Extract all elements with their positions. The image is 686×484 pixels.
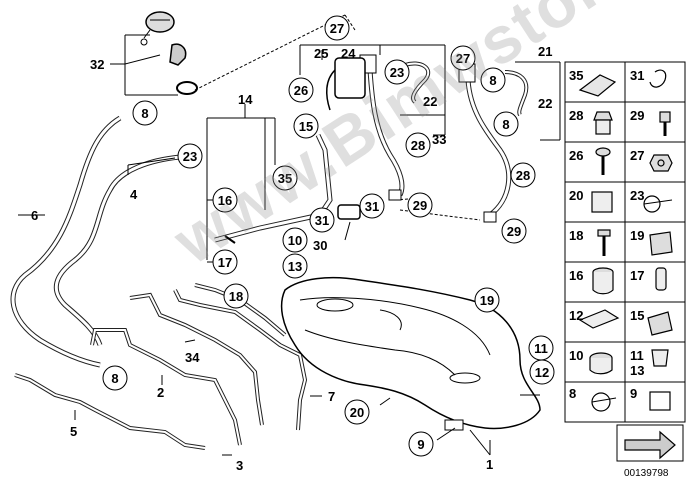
callout-23: 23 xyxy=(183,149,197,164)
callout-9: 9 xyxy=(417,437,424,452)
legend-label-10: 10 xyxy=(569,348,583,363)
callout-8: 8 xyxy=(489,73,496,88)
label-32: 32 xyxy=(90,57,104,72)
callout-26: 26 xyxy=(294,83,308,98)
label-14: 14 xyxy=(238,92,253,107)
legend-grid xyxy=(564,61,686,462)
label-4: 4 xyxy=(130,187,138,202)
legend-label-12: 12 xyxy=(569,308,583,323)
callout-28: 28 xyxy=(516,168,530,183)
legend-label-19: 19 xyxy=(630,228,644,243)
legend-label-13: 13 xyxy=(630,363,644,378)
legend-label-29: 29 xyxy=(630,108,644,123)
legend-label-8: 8 xyxy=(569,386,576,401)
label-5: 5 xyxy=(70,424,77,439)
catalog-code: 00139798 xyxy=(624,468,669,479)
callout-35: 35 xyxy=(278,171,292,186)
pipe-6 xyxy=(10,115,122,368)
legend-label-11: 11 xyxy=(630,348,644,363)
legend-label-9: 9 xyxy=(630,386,637,401)
callout-10: 10 xyxy=(288,233,302,248)
label-25: 25 xyxy=(314,46,328,61)
callout-11: 11 xyxy=(534,341,548,356)
callout-28: 28 xyxy=(411,138,425,153)
label-21: 21 xyxy=(538,44,552,59)
callout-8: 8 xyxy=(141,106,148,121)
label-22: 22 xyxy=(423,94,437,109)
callout-15: 15 xyxy=(299,119,313,134)
filler-neck xyxy=(169,43,187,66)
callout-16: 16 xyxy=(218,193,232,208)
label-30: 30 xyxy=(313,238,327,253)
callout-19: 19 xyxy=(480,293,494,308)
callout-8: 8 xyxy=(502,117,509,132)
callout-13: 13 xyxy=(288,259,302,274)
legend-label-20: 20 xyxy=(569,188,583,203)
callout-29: 29 xyxy=(413,198,427,213)
legend-label-35: 35 xyxy=(569,68,583,83)
callout-31: 31 xyxy=(365,199,379,214)
callout-12: 12 xyxy=(535,365,549,380)
legend-label-15: 15 xyxy=(630,308,644,323)
label-2: 2 xyxy=(157,385,164,400)
label-33: 33 xyxy=(432,132,446,147)
label-22: 22 xyxy=(538,96,552,111)
legend-label-31: 31 xyxy=(630,68,644,83)
callout-29: 29 xyxy=(507,224,521,239)
legend-label-23: 23 xyxy=(630,188,644,203)
label-24: 24 xyxy=(341,46,356,61)
legend-label-28: 28 xyxy=(569,108,583,123)
callout-27: 27 xyxy=(330,21,344,36)
callout-27: 27 xyxy=(456,51,470,66)
callout-23: 23 xyxy=(390,65,404,80)
legend-label-18: 18 xyxy=(569,228,583,243)
label-6: 6 xyxy=(31,208,38,223)
callout-17: 17 xyxy=(218,255,232,270)
label-3: 3 xyxy=(236,458,243,473)
label-7: 7 xyxy=(328,389,335,404)
callout-circles xyxy=(102,15,555,457)
callout-31: 31 xyxy=(315,213,329,228)
legend-label-17: 17 xyxy=(630,268,644,283)
legend-label-16: 16 xyxy=(569,268,583,283)
legend-label-27: 27 xyxy=(630,148,644,163)
label-1: 1 xyxy=(486,457,493,472)
legend-label-26: 26 xyxy=(569,148,583,163)
callout-8: 8 xyxy=(111,371,118,386)
callout-18: 18 xyxy=(229,289,243,304)
callout-20: 20 xyxy=(350,405,364,420)
label-34: 34 xyxy=(185,350,200,365)
fuel-tank xyxy=(280,276,541,430)
